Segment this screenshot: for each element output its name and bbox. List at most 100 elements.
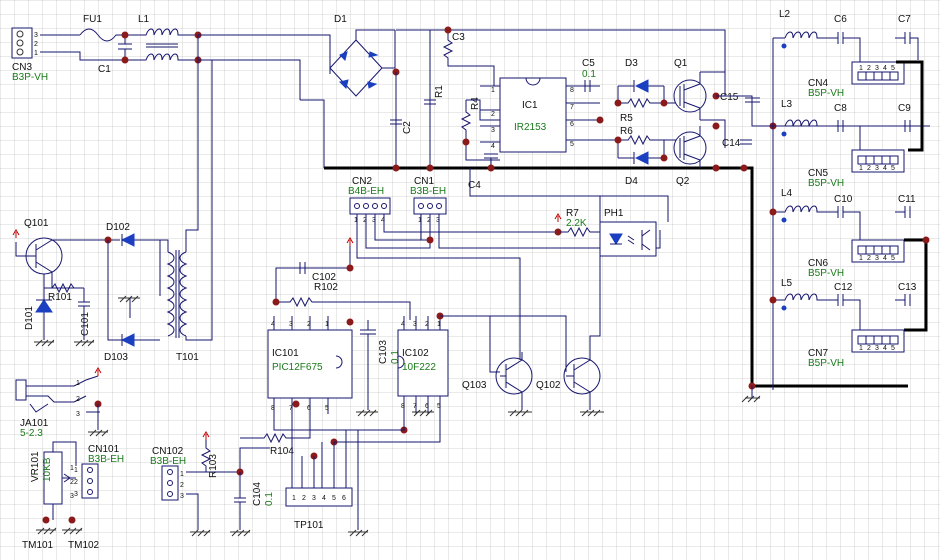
cn5-value: B5P-VH [808,178,844,189]
c8-label: C8 [834,103,847,114]
r102-label: R102 [314,282,338,293]
d3-label: D3 [625,58,638,69]
c104-value: 0.1 [264,492,275,506]
ic102-type: 10F222 [402,362,436,373]
svg-text:4: 4 [883,345,887,352]
svg-text:4: 4 [322,495,326,502]
svg-text:4: 4 [883,65,887,72]
q103-transistor [495,352,533,410]
cn2-value: B4B-EH [348,186,384,197]
q1-mosfet [673,71,726,148]
svg-text:5: 5 [332,495,336,502]
cn3-label: CN3 [12,62,32,73]
r7-label: R7 [566,208,579,219]
r1-label: C3 [452,32,465,43]
r101-label: R101 [48,292,72,303]
svg-text:3: 3 [875,165,879,172]
l1-choke [125,28,198,61]
fu1-fuse [79,28,125,42]
svg-text:4: 4 [401,321,405,328]
d103-diode [108,333,160,347]
svg-text:1: 1 [859,255,863,262]
c14-label: C14 [722,138,741,149]
svg-text:5: 5 [325,405,329,412]
d103-label: D103 [104,352,128,363]
svg-text:1: 1 [354,217,358,224]
r1-resistor [442,30,500,87]
svg-text:1: 1 [70,465,74,472]
cn5-label: CN5 [808,168,828,179]
svg-text:1: 1 [859,165,863,172]
c103-label: C103 [378,340,389,364]
cn102-value: B3B-EH [150,456,186,467]
c5-value: 0.1 [582,69,596,80]
svg-text:1: 1 [74,467,78,474]
r7-value: 2.2K [566,218,587,229]
c6-label: C6 [834,14,847,25]
ic1-pin-7: 7 [570,104,574,111]
cn4-value: B5P-VH [808,88,844,99]
ic1-label: IC1 [522,100,538,111]
fu1-label: FU1 [83,14,102,25]
svg-text:1: 1 [859,345,863,352]
q103-label: Q103 [462,380,487,391]
svg-text:2: 2 [363,217,367,224]
ic1-pin-2: 2 [491,111,495,118]
cn101-label: CN101 [88,444,120,455]
svg-text:3: 3 [875,255,879,262]
cn7-value: B5P-VH [808,358,844,369]
c101-capacitor [78,288,90,340]
l5-label: L5 [781,278,793,289]
cn101-value: B3B-EH [88,454,124,465]
svg-text:2: 2 [307,321,311,328]
ic1-pin-3: 3 [491,127,495,134]
d102-label: D102 [106,222,130,233]
r103-resistor [200,440,212,472]
svg-text:3: 3 [289,321,293,328]
d101-zener [35,274,53,340]
svg-text:2: 2 [425,321,429,328]
svg-text:2: 2 [427,217,431,224]
svg-text:6: 6 [307,405,311,412]
c3-capacitor [424,99,436,105]
l4-label: L4 [781,188,793,199]
svg-text:2: 2 [867,255,871,262]
cn3-value: B3P-VH [12,72,48,83]
svg-text:6: 6 [425,403,429,410]
q102-label: Q102 [536,380,561,391]
ic1-pin-6: 6 [570,121,574,128]
q2-label: Q2 [676,176,690,187]
supply-arrow-r103 [202,431,210,440]
q2-mosfet [673,126,707,168]
c12-label: C12 [834,282,853,293]
r104-label: R104 [270,446,294,457]
cn6-label: CN6 [808,258,828,269]
c15-label: C15 [720,92,739,103]
svg-text:2: 2 [867,345,871,352]
l3-label: L3 [781,99,793,110]
c103-capacitor [360,320,376,410]
c10-label: C10 [834,194,853,205]
ic101-label: IC101 [272,348,299,359]
svg-text:3: 3 [875,345,879,352]
c103-value: 0.1 [390,350,401,364]
svg-text:4: 4 [883,165,887,172]
r4-label: R4 [470,97,481,110]
ic1-ir2153: 1 2 3 4 8 7 6 5 [480,77,618,153]
svg-text:5: 5 [891,65,895,72]
ic1-pin-8: 8 [570,87,574,94]
ph1-label: PH1 [604,208,624,219]
d4-diode [617,140,665,165]
svg-text:2: 2 [180,482,184,489]
svg-text:2: 2 [867,165,871,172]
q1-label: Q1 [674,58,688,69]
svg-text:5: 5 [891,255,895,262]
r5-label: R5 [620,113,633,124]
svg-text:4: 4 [883,255,887,262]
svg-text:1: 1 [325,321,329,328]
tp101-label: TP101 [294,520,324,531]
